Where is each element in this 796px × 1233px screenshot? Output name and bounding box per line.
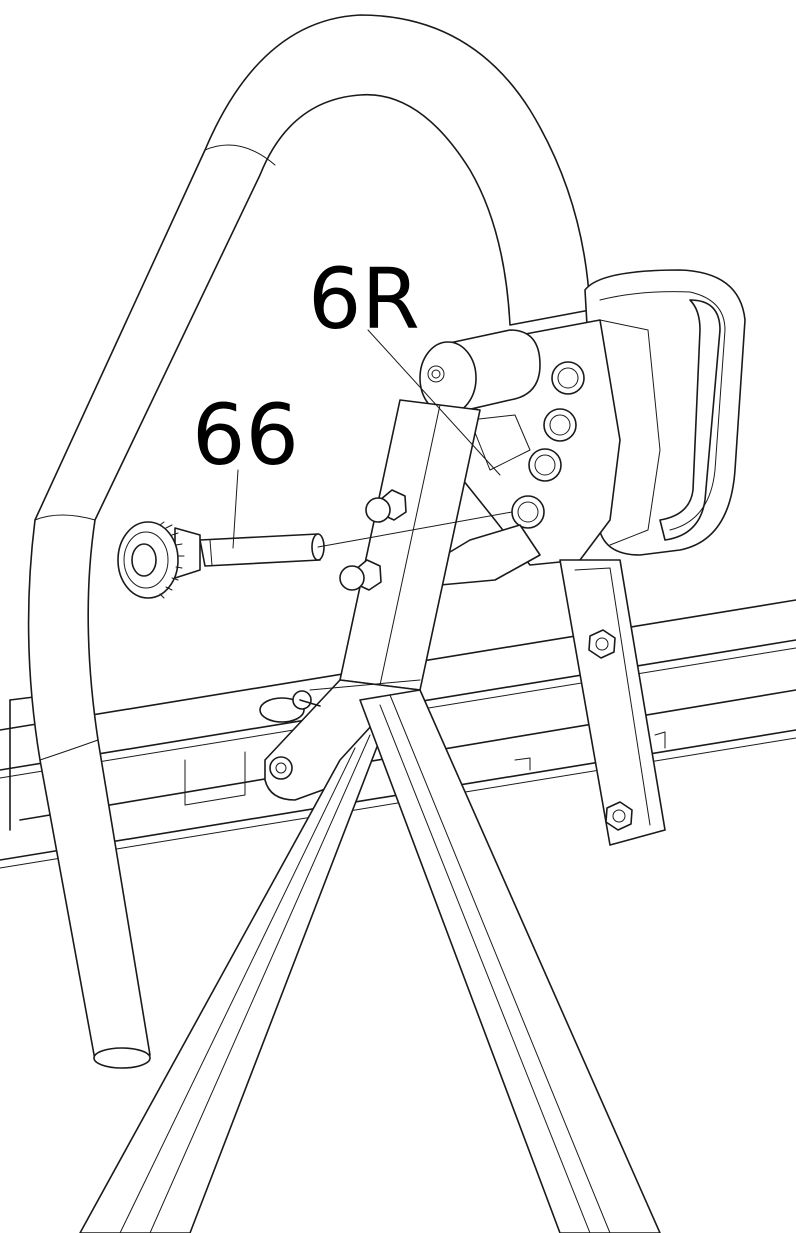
safety-pin — [259, 690, 321, 723]
bolt-upper — [365, 489, 407, 523]
handlebar-tube — [27, 14, 591, 1069]
foot-rest-pad — [584, 269, 746, 556]
lower-frame-legs — [79, 689, 661, 1233]
callout-label-6R: 6R — [308, 250, 420, 348]
hex-nut-lower — [605, 801, 633, 831]
upright-bolts — [339, 489, 407, 591]
hex-nut-upper — [588, 629, 616, 659]
leader-lines — [232, 329, 513, 549]
bolt-lower — [339, 559, 382, 591]
foot-rest-bar — [559, 559, 666, 846]
pivot-cylinder — [419, 329, 541, 416]
adjustment-plate-6R — [454, 319, 661, 566]
knob-bolt-66 — [117, 521, 325, 599]
callout-label-66: 66 — [192, 386, 299, 484]
